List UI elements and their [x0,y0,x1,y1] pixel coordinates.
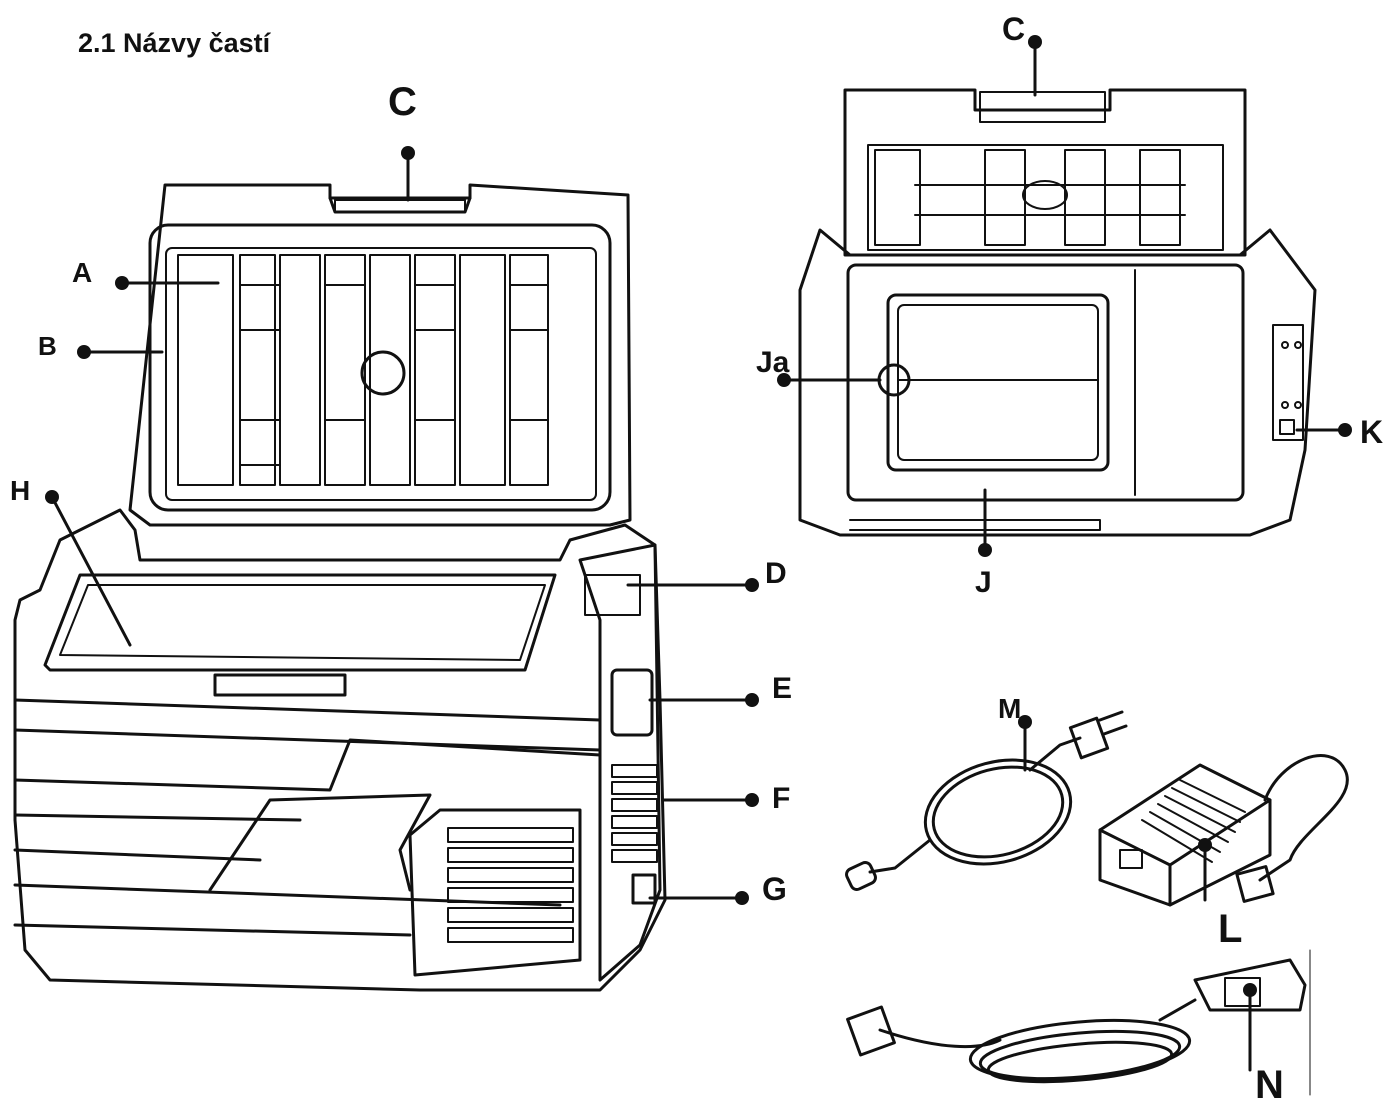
fridge-main-illustration [13,183,667,992]
callout-dot-ja [777,373,791,387]
label-d: D [765,557,787,590]
label-m: M [998,693,1021,724]
label-c-main: C [388,80,417,124]
callout-dot-b [77,345,91,359]
label-l: L [1218,907,1242,951]
callout-dot-c-top [1028,35,1042,49]
label-h: H [10,475,30,506]
label-f: F [772,782,790,815]
dc-cable-illustration [846,949,1311,1096]
label-ja: Ja [756,346,790,379]
callout-dot-d [745,578,759,592]
callout-dot-n [1243,983,1257,997]
callout-dot-c-main [401,146,415,160]
label-g: G [762,871,787,907]
label-c-top: C [1002,11,1025,47]
label-k: K [1360,414,1383,450]
ac-adapter-illustration [1098,754,1349,907]
label-n: N [1255,1063,1284,1102]
callout-dot-e [745,693,759,707]
label-a: A [72,257,92,288]
callout-dot-j [978,543,992,557]
callout-pointers [45,35,1352,1072]
callout-dot-k [1338,423,1352,437]
callout-dot-f [745,793,759,807]
label-e: E [772,672,792,705]
callout-dot-l [1198,838,1212,852]
label-b: B [38,331,57,361]
fridge-top-view-illustration [798,88,1317,537]
callout-dot-m [1018,715,1032,729]
part-labels: A B C H D E F G C Ja J K M L N [10,11,1383,1102]
ac-power-cord-illustration [845,710,1128,891]
callout-dot-g [735,891,749,905]
callout-dot-h [45,490,59,504]
label-j: J [975,566,992,599]
section-heading: 2.1 Názvy častí [78,28,271,58]
callout-dot-a [115,276,129,290]
